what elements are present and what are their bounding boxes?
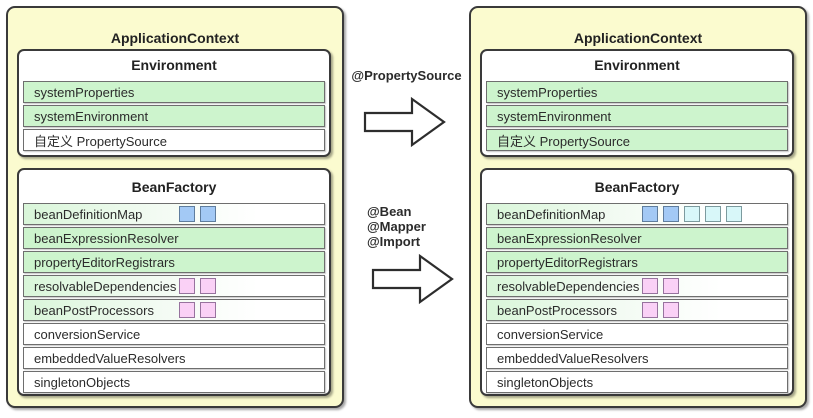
- bean-squares: [179, 204, 216, 224]
- row-conversionservice: conversionService: [486, 323, 788, 345]
- row-label: beanExpressionResolver: [34, 230, 179, 246]
- bean-square-pink: [642, 302, 658, 318]
- row-label: systemProperties: [497, 84, 598, 100]
- row-propertysource: 自定义 PropertySource: [486, 129, 788, 151]
- row-beanexpressionresolver: beanExpressionResolver: [486, 227, 788, 249]
- row-label: resolvableDependencies: [34, 278, 177, 294]
- panel-title: ApplicationContext: [110, 30, 240, 46]
- mapper-annotation-line: @Mapper: [367, 219, 426, 234]
- row-label: embeddedValueResolvers: [497, 350, 649, 366]
- row-beandefinitionmap: beanDefinitionMap: [486, 203, 788, 225]
- row-propertyeditorregistrars: propertyEditorRegistrars: [486, 251, 788, 273]
- bean-square-blue: [642, 206, 658, 222]
- bean-square-cyan: [726, 206, 742, 222]
- row-label: embeddedValueResolvers: [34, 350, 186, 366]
- application-context-before: ApplicationContext Environment systemPro…: [6, 6, 344, 408]
- right-arrow-icon: [371, 253, 454, 305]
- bean-squares: [642, 300, 679, 320]
- row-resolvabledependencies: resolvableDependencies: [23, 275, 325, 297]
- environment-rows: systemProperties systemEnvironment 自定义 Pro…: [486, 81, 788, 151]
- bean-factory-title: BeanFactory: [131, 179, 217, 195]
- bean-square-pink: [179, 302, 195, 318]
- row-systemproperties: systemProperties: [486, 81, 788, 103]
- bean-square-cyan: [705, 206, 721, 222]
- row-label: conversionService: [497, 326, 604, 342]
- row-label: singletonObjects: [34, 374, 131, 390]
- row-propertyeditorregistrars: propertyEditorRegistrars: [23, 251, 325, 273]
- bean-square-blue: [663, 206, 679, 222]
- row-systemenvironment: systemEnvironment: [23, 105, 325, 127]
- environment-title: Environment: [594, 57, 680, 73]
- row-label: systemEnvironment: [497, 108, 612, 124]
- bean-annotations: @Bean @Mapper @Import: [367, 204, 426, 249]
- row-label: systemProperties: [34, 84, 135, 100]
- bean-square-blue: [179, 206, 195, 222]
- bean-factory-rows: beanDefinitionMap beanExpressionResolver p…: [486, 203, 788, 393]
- row-label: resolvableDependencies: [497, 278, 640, 294]
- transition-column: @PropertySource @Bean @Mapper @Import: [344, 0, 469, 418]
- right-arrow-icon: [363, 96, 446, 148]
- bean-square-blue: [200, 206, 216, 222]
- row-label: beanExpressionResolver: [497, 230, 642, 246]
- bean-squares: [179, 300, 216, 320]
- environment-rows: systemProperties systemEnvironment 自定义 Pro…: [23, 81, 325, 151]
- row-beanpostprocessors: beanPostProcessors: [23, 299, 325, 321]
- row-systemenvironment: systemEnvironment: [486, 105, 788, 127]
- bean-square-pink: [200, 302, 216, 318]
- row-embeddedvalueresolvers: embeddedValueResolvers: [486, 347, 788, 369]
- row-beanexpressionresolver: beanExpressionResolver: [23, 227, 325, 249]
- bean-squares: [642, 204, 742, 224]
- bean-squares: [179, 276, 216, 296]
- application-context-after: ApplicationContext Environment systemPro…: [469, 6, 807, 408]
- row-label: beanDefinitionMap: [34, 206, 143, 222]
- bean-square-pink: [663, 302, 679, 318]
- row-propertysource: 自定义 PropertySource: [23, 129, 325, 151]
- row-label: systemEnvironment: [34, 108, 149, 124]
- row-embeddedvalueresolvers: embeddedValueResolvers: [23, 347, 325, 369]
- row-systemproperties: systemProperties: [23, 81, 325, 103]
- row-conversionservice: conversionService: [23, 323, 325, 345]
- row-label: beanPostProcessors: [497, 302, 617, 318]
- row-beanpostprocessors: beanPostProcessors: [486, 299, 788, 321]
- bean-factory-box: BeanFactory beanDefinitionMap beanExpress…: [480, 168, 794, 396]
- bean-square-pink: [179, 278, 195, 294]
- row-label: conversionService: [34, 326, 141, 342]
- row-label: 自定义 PropertySource: [497, 133, 630, 149]
- bean-factory-box: BeanFactory beanDefinitionMap beanExpress…: [17, 168, 331, 396]
- bean-factory-rows: beanDefinitionMap beanExpressionResolver p…: [23, 203, 325, 393]
- row-label: propertyEditorRegistrars: [34, 254, 175, 270]
- panel-title: ApplicationContext: [573, 30, 703, 46]
- environment-title: Environment: [131, 57, 217, 73]
- bean-square-pink: [200, 278, 216, 294]
- row-label: singletonObjects: [497, 374, 594, 390]
- bean-factory-title: BeanFactory: [594, 179, 680, 195]
- bean-squares: [642, 276, 679, 296]
- environment-box: Environment systemProperties systemEnviro…: [480, 49, 794, 157]
- property-source-annotation: @PropertySource: [351, 68, 462, 83]
- row-resolvabledependencies: resolvableDependencies: [486, 275, 788, 297]
- row-singletonobjects: singletonObjects: [23, 371, 325, 393]
- environment-box: Environment systemProperties systemEnviro…: [17, 49, 331, 157]
- import-annotation-line: @Import: [367, 234, 421, 249]
- row-label: beanPostProcessors: [34, 302, 154, 318]
- bean-annotation-line: @Bean: [367, 204, 412, 219]
- row-label: beanDefinitionMap: [497, 206, 606, 222]
- row-label: propertyEditorRegistrars: [497, 254, 638, 270]
- row-singletonobjects: singletonObjects: [486, 371, 788, 393]
- bean-square-pink: [663, 278, 679, 294]
- bean-square-cyan: [684, 206, 700, 222]
- bean-square-pink: [642, 278, 658, 294]
- row-label: 自定义 PropertySource: [34, 133, 167, 149]
- row-beandefinitionmap: beanDefinitionMap: [23, 203, 325, 225]
